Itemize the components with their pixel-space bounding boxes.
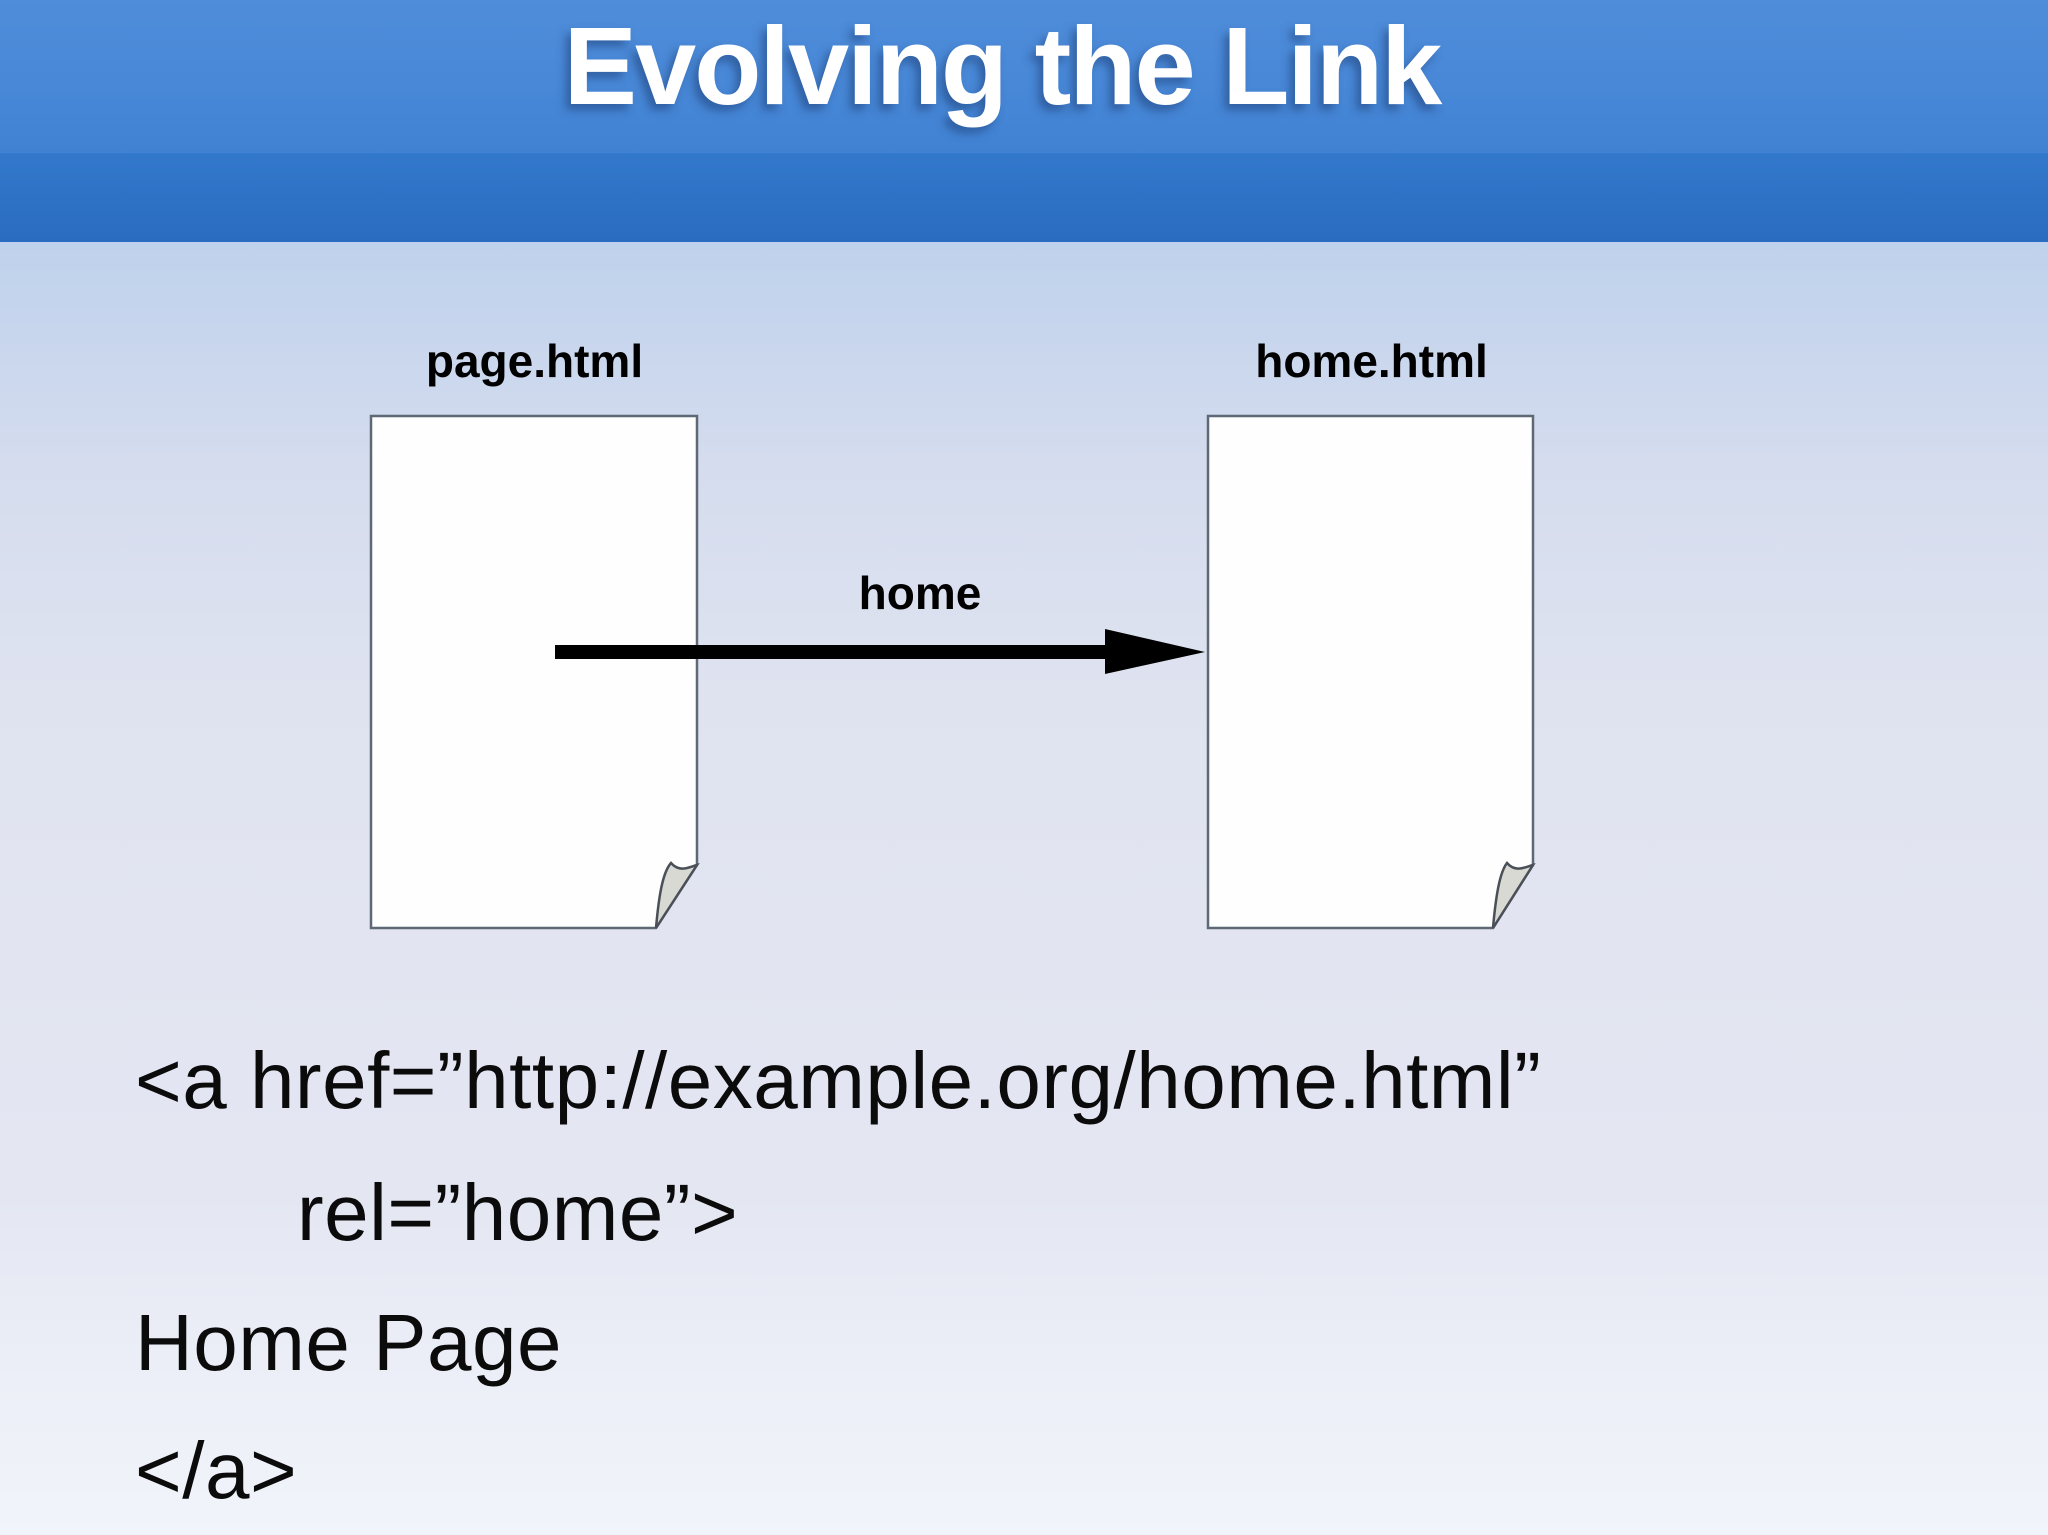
target-document-icon bbox=[1206, 414, 1535, 930]
code-line-anchor-open: <a href=”http://example.org/home.html” bbox=[135, 1036, 1542, 1125]
title-bar: Evolving the Link bbox=[0, 0, 2048, 153]
link-arrow-head bbox=[1105, 629, 1205, 674]
target-document-label: home.html bbox=[1255, 335, 1488, 387]
link-arrow bbox=[555, 629, 1205, 674]
source-document-label: page.html bbox=[425, 335, 644, 387]
link-relation-label: home bbox=[858, 567, 982, 619]
target-document-fold-corner-icon bbox=[1491, 861, 1536, 929]
title-bar-accent-stripe bbox=[0, 153, 2048, 242]
code-line-anchor-close: </a> bbox=[135, 1426, 298, 1515]
source-document-fold-corner-icon bbox=[654, 861, 700, 929]
link-arrow-shaft bbox=[555, 645, 1107, 659]
code-line-link-text: Home Page bbox=[135, 1298, 562, 1387]
code-line-rel-attribute: rel=”home”> bbox=[297, 1168, 739, 1257]
source-document-icon bbox=[369, 414, 699, 930]
page-title: Evolving the Link bbox=[563, 5, 1443, 128]
